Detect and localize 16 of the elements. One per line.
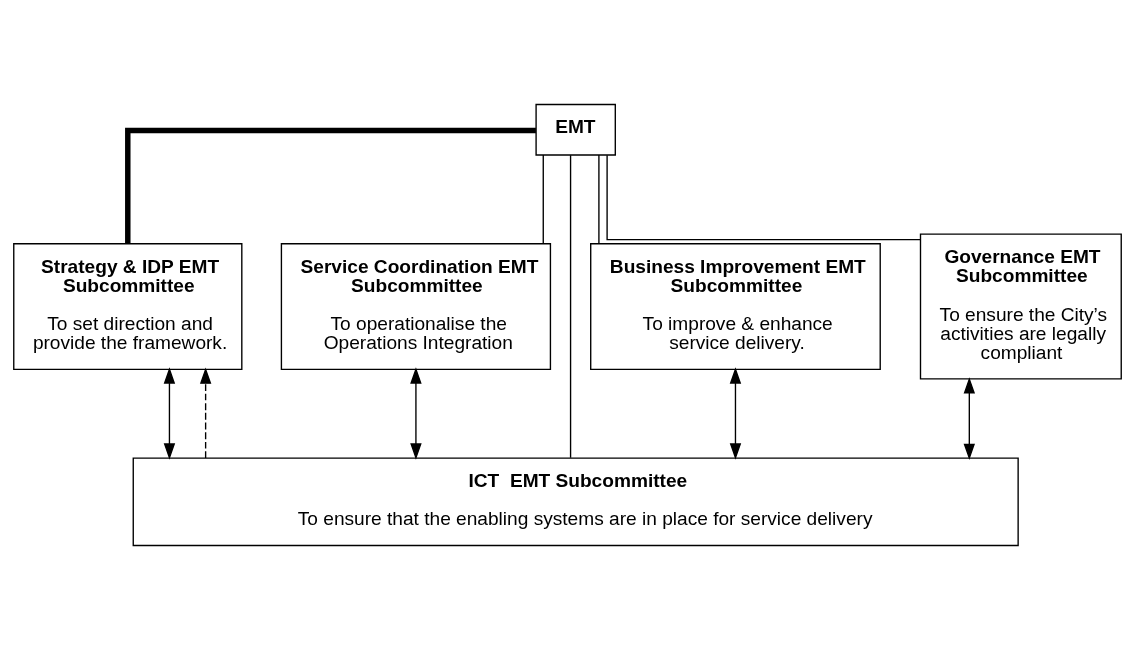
node-box: Business Improvement EMT Subcommittee To improve & enhance service delivery. [590, 243, 881, 371]
node-box: EMT [535, 103, 616, 156]
arrow [199, 367, 212, 459]
node-box: Strategy & IDP EMT Subcommittee To set direction and provide the framework. [13, 243, 243, 371]
arrow [163, 367, 176, 460]
node-box: Service Coordination EMT Subcommittee To operationalise the Operations Integration [280, 243, 552, 371]
node-box: ICT EMT Subcommittee To ensure that the enabling systems are in place for service delivery [132, 457, 1019, 547]
connector [542, 154, 544, 245]
connector [569, 154, 572, 459]
arrow [410, 367, 422, 460]
node-box: Governance EMT Subcommittee To ensure the City’s activities are legally compliant [919, 233, 1122, 380]
connector [606, 154, 921, 241]
arrow [729, 367, 742, 460]
arrow [963, 377, 976, 461]
connector [125, 127, 536, 244]
connector [598, 154, 600, 245]
